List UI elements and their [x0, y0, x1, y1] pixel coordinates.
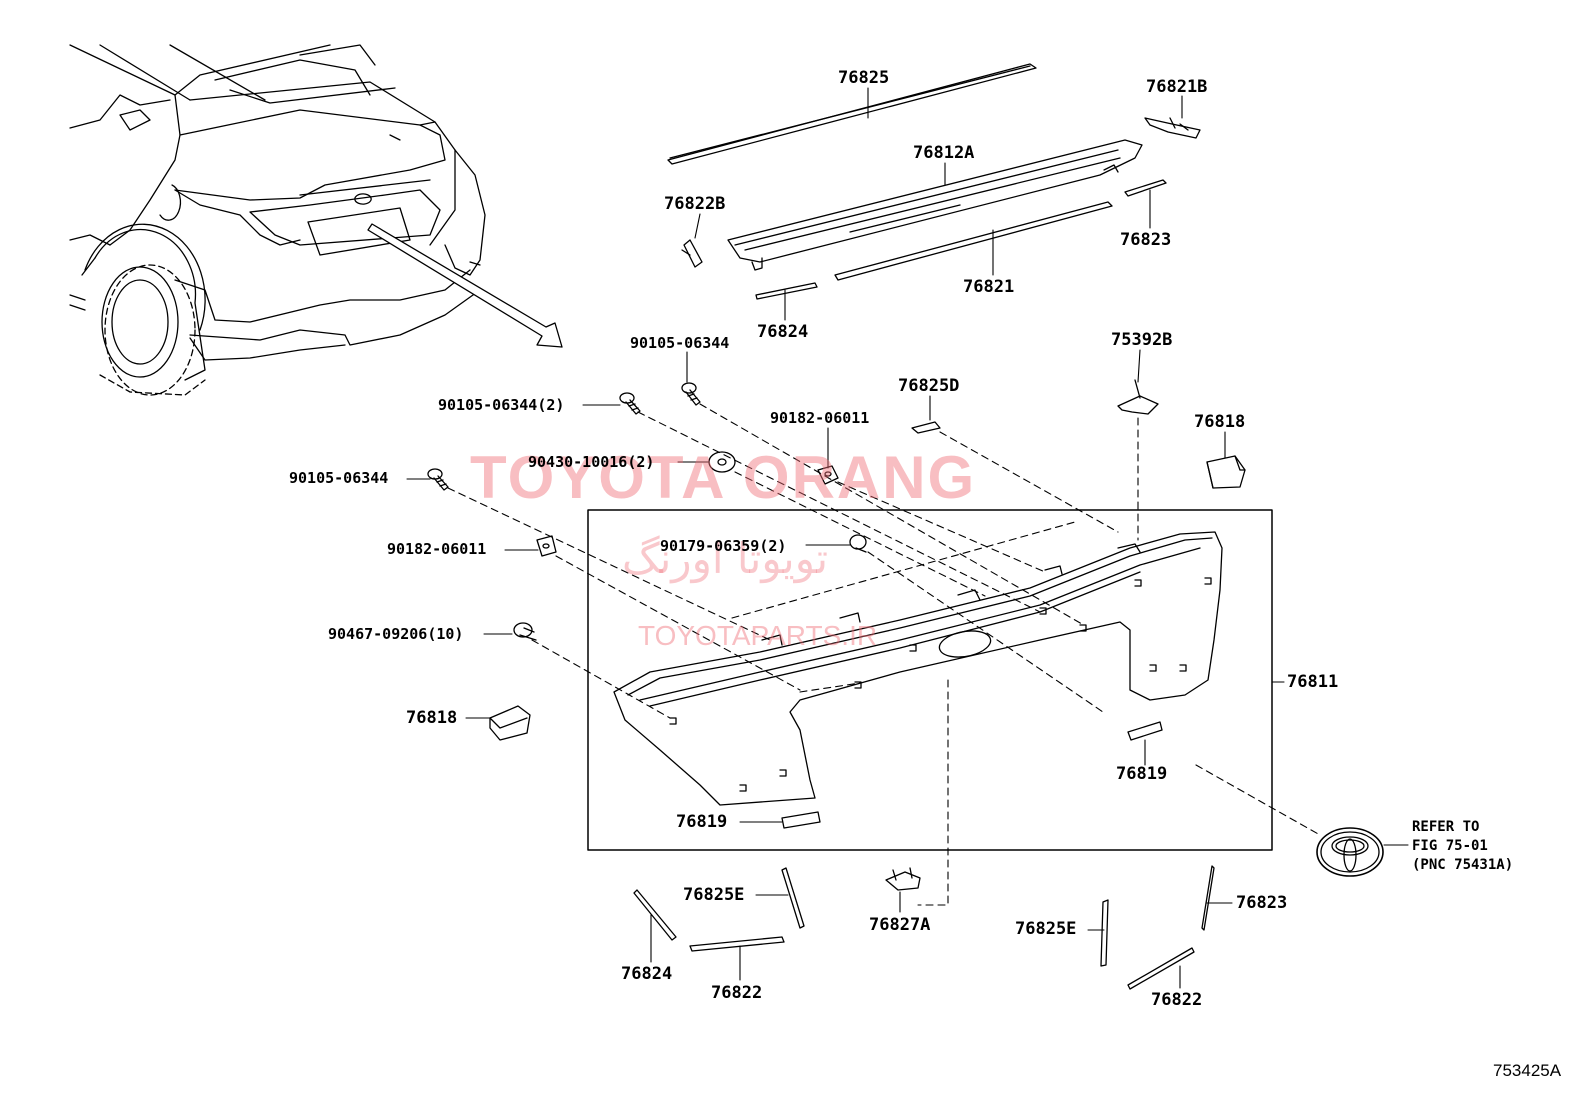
callout-76824-bottom: 76824 [621, 964, 673, 984]
callout-76825-top: 76825 [838, 68, 890, 88]
callout-75392b: 75392B [1111, 330, 1173, 350]
callout-76823-bottom: 76823 [1236, 893, 1288, 913]
reference-line-1: REFER TO [1412, 819, 1480, 835]
callout-76819-right: 76819 [1116, 764, 1168, 784]
callout-76822-left: 76822 [711, 983, 763, 1003]
watermark-persian: تویوتا اورنگ [622, 534, 829, 583]
callout-76812a: 76812A [913, 143, 975, 163]
reference-line-3: (PNC 75431A) [1412, 857, 1514, 873]
watermark-brand: TOYOTA ORANG [470, 444, 977, 511]
callout-90467-09206-x10: 90467-09206(10) [328, 625, 464, 643]
callout-76821b: 76821B [1146, 77, 1208, 97]
callout-76824-top: 76824 [757, 322, 809, 342]
callout-90105-06344-x2: 90105-06344(2) [438, 396, 565, 414]
callout-76818-left: 76818 [406, 708, 458, 728]
reference-line-2: FIG 75-01 [1412, 838, 1488, 854]
callout-90179-06359-x2: 90179-06359(2) [660, 537, 787, 555]
callout-76821: 76821 [963, 277, 1015, 297]
callout-90430-10016-x2: 90430-10016(2) [528, 453, 655, 471]
watermark-site: TOYOTAPARTS.IR [638, 620, 878, 651]
callout-76811: 76811 [1287, 672, 1339, 692]
vehicle-rear-illustration [69, 44, 563, 396]
callout-90105-06344-left: 90105-06344 [289, 469, 389, 487]
callout-76819-left: 76819 [676, 812, 728, 832]
emblem-reference-note: REFER TO FIG 75-01 (PNC 75431A) [1412, 818, 1513, 875]
callout-76825e-right: 76825E [1015, 919, 1077, 939]
callout-76822-right: 76822 [1151, 990, 1203, 1010]
callout-76825d: 76825D [898, 376, 960, 396]
callout-76818-right: 76818 [1194, 412, 1246, 432]
toyota-emblem [1316, 827, 1384, 877]
callout-76822b: 76822B [664, 194, 726, 214]
callout-76827a: 76827A [869, 915, 931, 935]
callout-76825e-left: 76825E [683, 885, 745, 905]
leader-lines [406, 87, 1409, 989]
callout-90182-06011-right: 90182-06011 [770, 409, 870, 427]
fastener-parts [427, 379, 1246, 829]
lower-trim-parts [633, 865, 1215, 990]
figure-id: 753425A [1493, 1061, 1562, 1080]
callout-90105-06344-top: 90105-06344 [630, 334, 730, 352]
assembly-dashed-lines [447, 403, 1321, 906]
spoiler-upper-parts [667, 63, 1201, 300]
garnish-assembly-76811 [587, 509, 1273, 851]
callout-76823-top: 76823 [1120, 230, 1172, 250]
callout-90182-06011-left: 90182-06011 [387, 540, 487, 558]
